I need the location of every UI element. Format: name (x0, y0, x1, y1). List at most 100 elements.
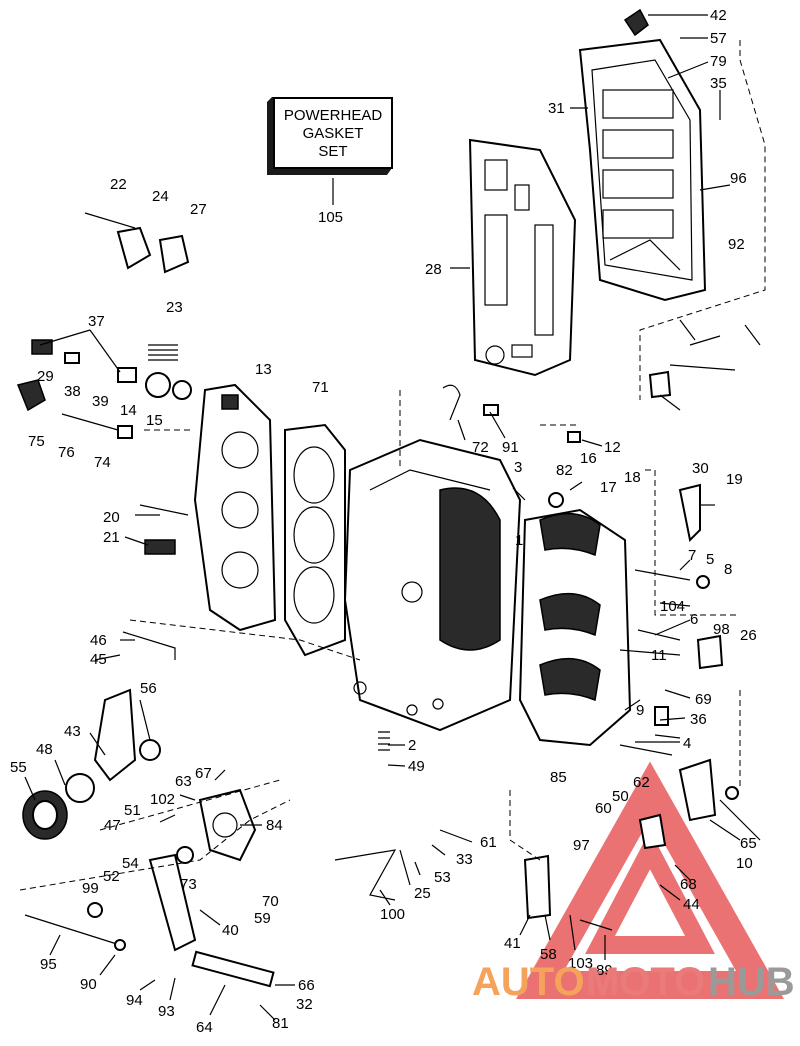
watermark-auto: AUTO (472, 960, 585, 1004)
callout-label: 15 (146, 412, 163, 429)
gasket-box-line-1: POWERHEAD (284, 107, 383, 124)
callout-label: 64 (196, 1019, 213, 1036)
callout-label: 44 (683, 896, 700, 913)
callout-label: 55 (10, 759, 27, 776)
callout-label: 22 (110, 176, 127, 193)
callout-label: 7 (688, 547, 696, 564)
callout-label: 68 (680, 876, 697, 893)
callout-label: 50 (612, 788, 629, 805)
callout-label: 104 (660, 598, 685, 615)
callout-label: 82 (556, 462, 573, 479)
callout-label: 57 (710, 30, 727, 47)
callout-label: 24 (152, 188, 169, 205)
callout-label: 25 (414, 885, 431, 902)
callout-label: 12 (604, 439, 621, 456)
watermark-text: AUTO MOTO HUB (472, 960, 795, 1004)
callout-label: 43 (64, 723, 81, 740)
throttle-cam-parts (22, 688, 275, 988)
callout-label: 39 (92, 393, 109, 410)
callout-label: 47 (104, 817, 121, 834)
callout-label: 21 (103, 529, 120, 546)
guide-lines (19, 40, 766, 891)
callout-label: 60 (595, 800, 612, 817)
callout-label: 23 (166, 299, 183, 316)
callout-label: 30 (692, 460, 709, 477)
callout-label: 17 (600, 479, 617, 496)
callout-label: 33 (456, 851, 473, 868)
callout-label: 97 (573, 837, 590, 854)
callout-label: 46 (90, 632, 107, 649)
callout-label: 93 (158, 1003, 175, 1020)
callout-label: 65 (740, 835, 757, 852)
callout-label: 95 (40, 956, 57, 973)
callout-label: 35 (710, 75, 727, 92)
cylinder-block (343, 438, 522, 732)
callout-label: 66 (298, 977, 315, 994)
callout-label: 38 (64, 383, 81, 400)
callout-label: 13 (255, 361, 272, 378)
gasket-box-line-2: GASKET (303, 125, 364, 142)
callout-label: 45 (90, 651, 107, 668)
callout-label: 73 (180, 876, 197, 893)
callout-label: 67 (195, 765, 212, 782)
callout-label: 31 (548, 100, 565, 117)
callout-label: 32 (296, 996, 313, 1013)
callout-labels: 42 57 79 35 31 96 92 105 28 22 24 27 23 … (10, 7, 757, 1036)
callout-label: 14 (120, 402, 137, 419)
watermark-hub: HUB (708, 960, 795, 1004)
exhaust-cover-plate (578, 38, 707, 302)
callout-label: 52 (103, 868, 120, 885)
callout-label: 6 (690, 611, 698, 628)
leader-lines (24, 14, 761, 1021)
callout-label: 99 (82, 880, 99, 897)
callout-label: 42 (710, 7, 727, 24)
callout-label: 4 (683, 735, 691, 752)
callout-label: 98 (713, 621, 730, 638)
callout-label: 54 (122, 855, 139, 872)
callout-label: 49 (408, 758, 425, 775)
callout-label: 105 (318, 209, 343, 226)
callout-label: 5 (706, 551, 714, 568)
callout-label: 79 (710, 53, 727, 70)
callout-label: 18 (624, 469, 641, 486)
callout-label: 74 (94, 454, 111, 471)
callout-label: 92 (728, 236, 745, 253)
cylinder-head (193, 383, 277, 632)
callout-label: 10 (736, 855, 753, 872)
callout-label: 36 (690, 711, 707, 728)
callout-label: 91 (502, 439, 519, 456)
crankcase (518, 508, 632, 747)
callout-label: 102 (150, 791, 175, 808)
callout-label: 2 (408, 737, 416, 754)
callout-label: 48 (36, 741, 53, 758)
callout-label: 94 (126, 992, 143, 1009)
callout-label: 96 (730, 170, 747, 187)
callout-label: 56 (140, 680, 157, 697)
callout-label: 72 (472, 439, 489, 456)
exhaust-gasket (468, 138, 577, 377)
small-parts (16, 8, 739, 931)
callout-label: 20 (103, 509, 120, 526)
callout-label: 100 (380, 906, 405, 923)
callout-label: 61 (480, 834, 497, 851)
head-gasket (284, 423, 346, 657)
callout-label: 16 (580, 450, 597, 467)
callout-label: 28 (425, 261, 442, 278)
callout-label: 90 (80, 976, 97, 993)
callout-label: 62 (633, 774, 650, 791)
callout-label: 11 (651, 647, 667, 664)
gasket-set-box: POWERHEAD GASKET SET (267, 97, 393, 205)
callout-label: 103 (568, 955, 593, 972)
callout-label: 76 (58, 444, 75, 461)
callout-label: 59 (254, 910, 271, 927)
callout-label: 3 (514, 459, 522, 476)
callout-label: 40 (222, 922, 239, 939)
callout-label: 8 (724, 561, 732, 578)
callout-label: 37 (88, 313, 105, 330)
callout-label: 27 (190, 201, 207, 218)
callout-label: 71 (312, 379, 329, 396)
callout-label: 81 (272, 1015, 289, 1032)
callout-label: 41 (504, 935, 521, 952)
callout-label: 26 (740, 627, 757, 644)
